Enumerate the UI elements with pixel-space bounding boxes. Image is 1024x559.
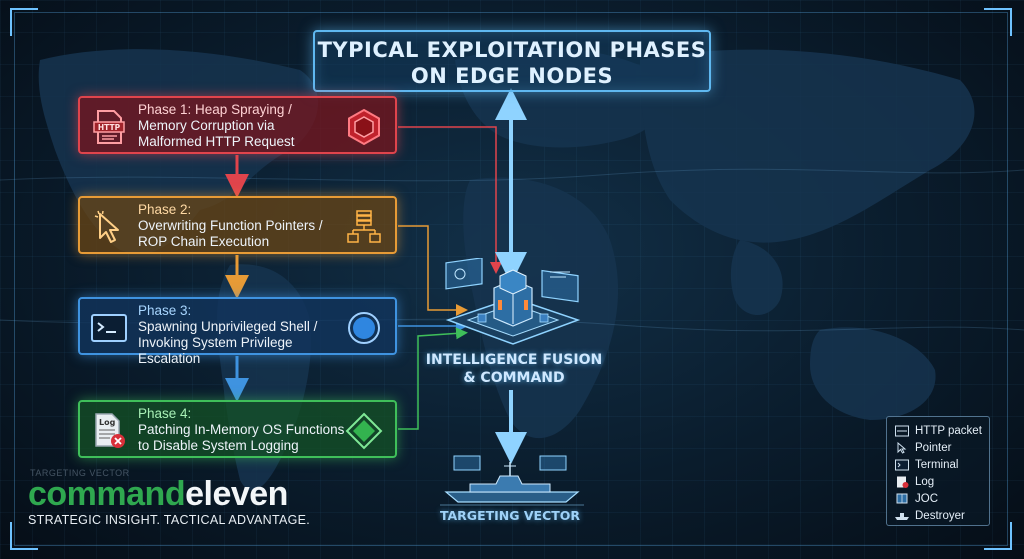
brand-tagline: STRATEGIC INSIGHT. TACTICAL ADVANTAGE.	[28, 513, 311, 527]
diagram-title: TYPICAL EXPLOITATION PHASES ON EDGE NODE…	[313, 30, 711, 92]
frame-corner	[10, 522, 38, 550]
phase-3-text: Phase 3: Spawning Unprivileged Shell / I…	[138, 303, 353, 367]
log-icon	[897, 476, 909, 488]
brand-name-part1: command	[28, 475, 186, 513]
legend-label: Terminal	[915, 458, 959, 471]
brand-name: commandeleven	[28, 476, 310, 512]
watermark-text: TARGETING VECTOR	[30, 468, 130, 478]
phase-3-title: Phase 3:	[138, 303, 192, 318]
phase-1-title: Phase 1: Heap Spraying /	[138, 102, 292, 117]
blue-circle-icon	[345, 309, 383, 347]
legend-label: Pointer	[915, 441, 952, 454]
phase-2-text: Phase 2: Overwriting Function Pointers /…	[138, 202, 353, 250]
frame-corner	[984, 8, 1012, 36]
title-line1: TYPICAL EXPLOITATION PHASES	[317, 38, 707, 62]
hub-label: INTELLIGENCE FUSION & COMMAND	[424, 351, 604, 387]
phase-1-line3: Malformed HTTP Request	[138, 134, 295, 149]
joc-icon	[896, 493, 908, 503]
outer-frame	[14, 12, 1008, 546]
destroyer-icon	[895, 512, 909, 520]
phase-2-title: Phase 2:	[138, 202, 192, 217]
svg-text:Log: Log	[99, 418, 116, 427]
svg-text:HTTP: HTTP	[98, 123, 121, 132]
legend-item: Pointer	[895, 439, 989, 456]
legend-item: JOC	[895, 490, 989, 507]
phase-1-line2: Memory Corruption via	[138, 118, 275, 133]
terminal-icon	[90, 309, 128, 347]
phase-4-title: Phase 4:	[138, 406, 192, 421]
phase-3-box: Phase 3: Spawning Unprivileged Shell / I…	[78, 297, 397, 366]
red-hexagon-icon	[345, 108, 383, 146]
phase-2-line3: ROP Chain Execution	[138, 234, 270, 249]
legend-item: Destroyer	[895, 507, 989, 524]
legend-label: JOC	[915, 492, 938, 505]
frame-corner	[984, 522, 1012, 550]
phase-1-box: HTTP Phase 1: Heap Spraying / Memory Cor…	[78, 96, 397, 154]
hub-label-line2: & COMMAND	[463, 370, 565, 386]
brand-name-part2: eleven	[185, 475, 288, 513]
phase-4-box: Log Phase 4: Patching In-Memory OS Funct…	[78, 400, 397, 458]
legend-label: HTTP packet	[915, 424, 982, 437]
phase-3-line3: Invoking System Privilege Escalation	[138, 335, 293, 366]
phase-4-line2: Patching In-Memory OS Functions	[138, 422, 345, 437]
phase-4-text: Phase 4: Patching In-Memory OS Functions…	[138, 406, 353, 454]
phase-3-line2: Spawning Unprivileged Shell /	[138, 319, 318, 334]
destroyer-ship-icon	[440, 455, 584, 506]
stack-hierarchy-icon	[345, 208, 383, 246]
http-packet-icon: HTTP	[90, 108, 128, 146]
frame-corner	[10, 8, 38, 36]
phase-2-box: Phase 2: Overwriting Function Pointers /…	[78, 196, 397, 254]
brand-logo: commandeleven STRATEGIC INSIGHT. TACTICA…	[28, 476, 310, 527]
terminal-icon	[895, 459, 909, 470]
phase-4-line3: to Disable System Logging	[138, 438, 299, 453]
phase-2-line2: Overwriting Function Pointers /	[138, 218, 323, 233]
legend: HTTP packet Pointer Terminal Log	[886, 416, 990, 526]
log-icon: Log	[90, 412, 128, 450]
target-label: TARGETING VECTOR	[439, 508, 581, 523]
legend-item: Log	[895, 473, 989, 490]
title-line2: ON EDGE NODES	[410, 64, 614, 88]
legend-label: Destroyer	[915, 509, 965, 522]
pointer-icon	[90, 208, 128, 246]
legend-item: HTTP packet	[895, 422, 989, 439]
legend-label: Log	[915, 475, 935, 488]
hub-label-line1: INTELLIGENCE FUSION	[425, 352, 603, 368]
http-packet-icon	[895, 425, 909, 436]
phase-1-text: Phase 1: Heap Spraying / Memory Corrupti…	[138, 102, 353, 150]
command-center-icon	[445, 258, 581, 345]
green-diamond-icon	[345, 412, 383, 450]
legend-item: Terminal	[895, 456, 989, 473]
pointer-icon	[897, 441, 907, 454]
